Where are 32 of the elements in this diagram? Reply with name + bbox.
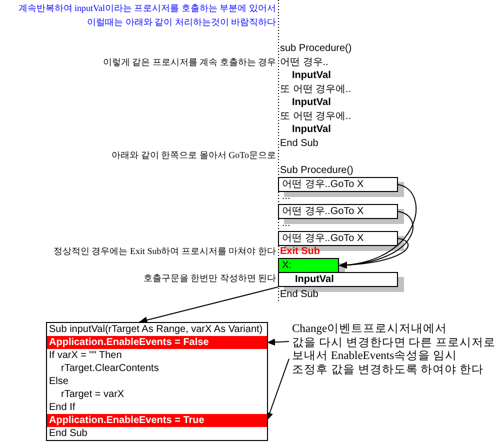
annotation-text: 정상적인 경우에는 Exit Sub하여 프로시저를 마쳐야 한다 <box>53 245 276 258</box>
code-line: Exit Sub <box>280 245 320 258</box>
code-line: Else <box>49 375 68 388</box>
code-line: End Sub <box>280 288 318 301</box>
code-line: Sub Procedure() <box>280 164 354 177</box>
arrow <box>266 338 290 346</box>
arrow <box>138 286 278 324</box>
code-line: rTarget = varX <box>61 388 124 401</box>
code-line: InputVal <box>292 69 331 82</box>
code-line: Sub inputVal(rTarget As Range, varX As Variant) <box>49 323 263 336</box>
code-panel <box>46 322 268 441</box>
curved-arrow <box>338 238 409 268</box>
annotation-text: 이렇게 같은 프로시저를 계속 호출하는 경우 <box>102 56 276 69</box>
note-text: Change이벤트프로시저내에서 값을 다시 변경한다면 다른 프로시저로 보내서 EnableEvents속성을 임시 조정후 값을 변경하도록 하여야 한다 <box>289 323 501 379</box>
title-text: 계속반복하여 inputVal이라는 프로시저를 호출하는 부분에 있어서 이럴때는 아래와 같이 처리하는것이 바람직하다 <box>18 2 276 29</box>
code-line: If varX = "" Then <box>49 349 122 362</box>
arrow <box>266 358 290 421</box>
code-line: rTarget.ClearContents <box>61 362 159 375</box>
code-line: 어떤 경우.. <box>280 56 328 69</box>
code-line: InputVal <box>292 96 331 109</box>
annotation-text: 호출구문을 한번만 작성하면 된다 <box>143 272 276 285</box>
annotation-text: 아래와 같이 한쪽으로 몰아서 GoTo문으로 <box>112 149 276 162</box>
jump-label-box: X: <box>278 258 339 273</box>
code-line: End If <box>49 401 76 414</box>
code-line: 또 어떤 경우에.. <box>280 110 352 123</box>
code-line: sub Procedure() <box>280 42 352 55</box>
code-line: End Sub <box>49 427 88 440</box>
code-line: End Sub <box>280 137 318 150</box>
code-line: ... <box>282 217 290 230</box>
code-line: 또 어떤 경우에.. <box>280 83 352 96</box>
code-line: ... <box>282 190 290 203</box>
code-line: InputVal <box>292 123 331 136</box>
